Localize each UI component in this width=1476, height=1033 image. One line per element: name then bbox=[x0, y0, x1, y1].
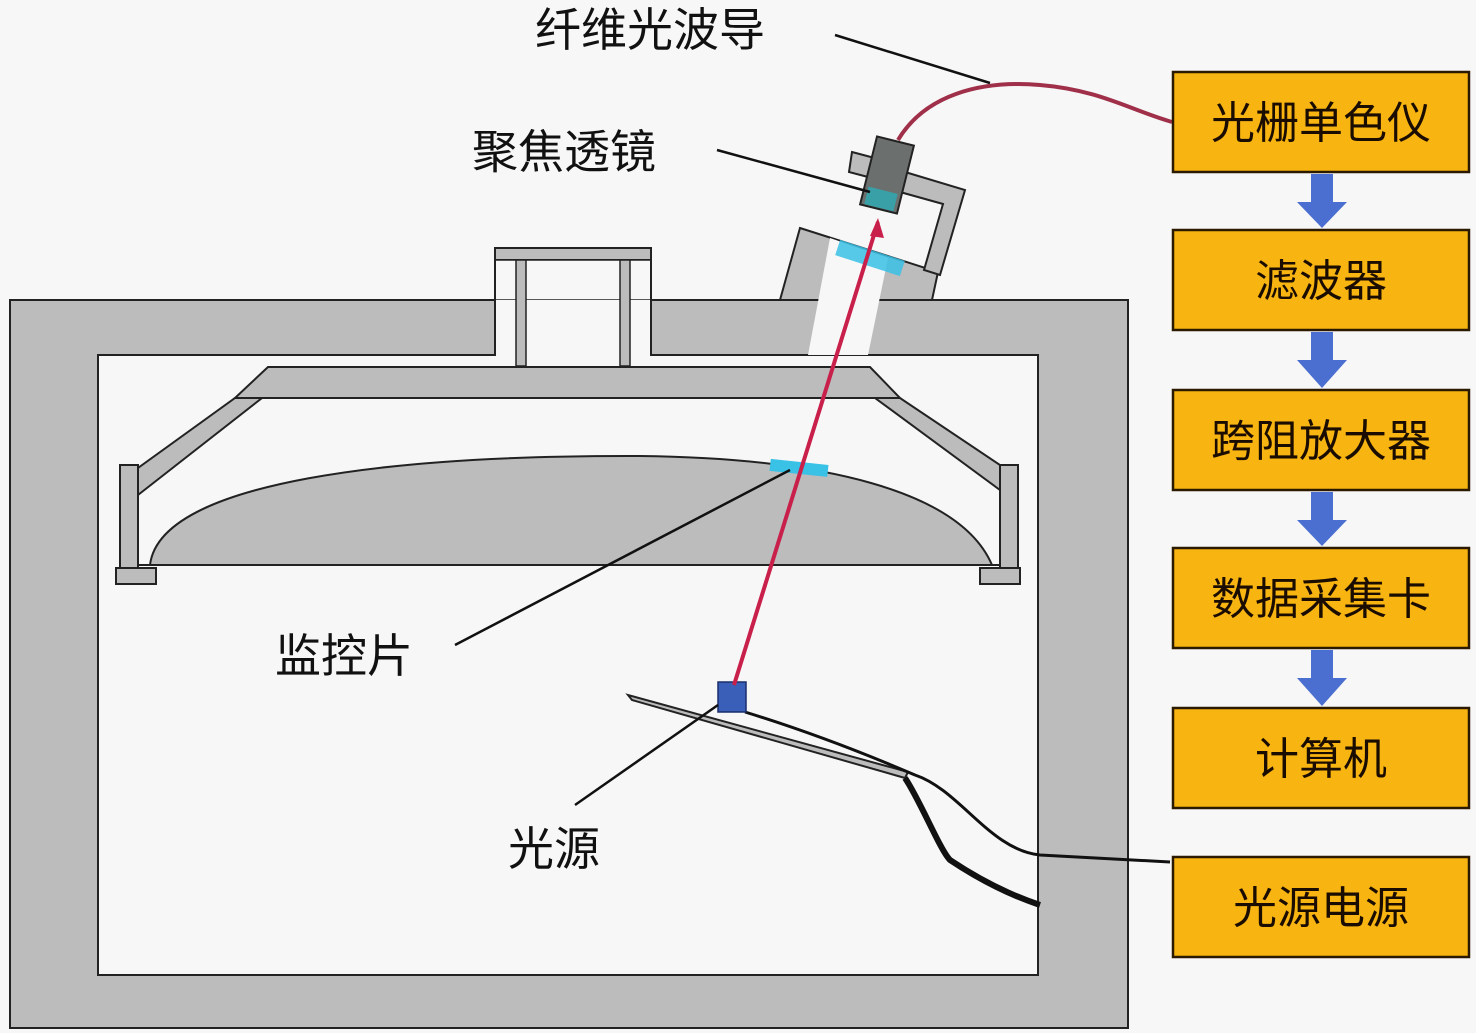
arrow-down-icon bbox=[1297, 492, 1347, 546]
arrow-down-icon bbox=[1297, 174, 1347, 228]
label-focusing-lens: 聚焦透镜 bbox=[472, 125, 656, 179]
label-fiber-waveguide: 纤维光波导 bbox=[535, 3, 765, 57]
box-daq: 数据采集卡 bbox=[1171, 546, 1471, 650]
top-port bbox=[494, 247, 652, 367]
svg-text:滤波器: 滤波器 bbox=[1255, 256, 1387, 307]
light-beam bbox=[732, 221, 880, 686]
svg-text:计算机: 计算机 bbox=[1255, 734, 1387, 785]
fiber-waveguide bbox=[896, 82, 1173, 142]
flow-chart: 光栅单色仪 滤波器 跨阻放大器 数据采集卡 计算机 光源电源 bbox=[1171, 70, 1471, 959]
optical-window-port bbox=[778, 226, 940, 355]
focusing-lens-assembly bbox=[847, 135, 967, 277]
label-monitor-chip: 监控片 bbox=[275, 629, 413, 683]
arrow-down-icon bbox=[1297, 332, 1347, 388]
box-tia: 跨阻放大器 bbox=[1171, 388, 1471, 492]
svg-text:数据采集卡: 数据采集卡 bbox=[1211, 574, 1431, 625]
monitor-chip bbox=[769, 458, 829, 477]
light-source-assembly bbox=[625, 681, 1171, 908]
box-monochromator: 光栅单色仪 bbox=[1171, 70, 1471, 174]
label-light-source: 光源 bbox=[508, 822, 600, 876]
box-computer: 计算机 bbox=[1171, 706, 1471, 810]
fixture-plate bbox=[232, 366, 903, 399]
svg-text:跨阻放大器: 跨阻放大器 bbox=[1211, 416, 1431, 467]
box-filter: 滤波器 bbox=[1171, 228, 1471, 332]
svg-text:光栅单色仪: 光栅单色仪 bbox=[1211, 98, 1431, 149]
light-source-emitter bbox=[717, 681, 747, 713]
chamber-interior bbox=[97, 354, 1039, 976]
box-power: 光源电源 bbox=[1171, 855, 1471, 959]
arrow-down-icon bbox=[1297, 650, 1347, 706]
svg-text:光源电源: 光源电源 bbox=[1233, 883, 1409, 934]
